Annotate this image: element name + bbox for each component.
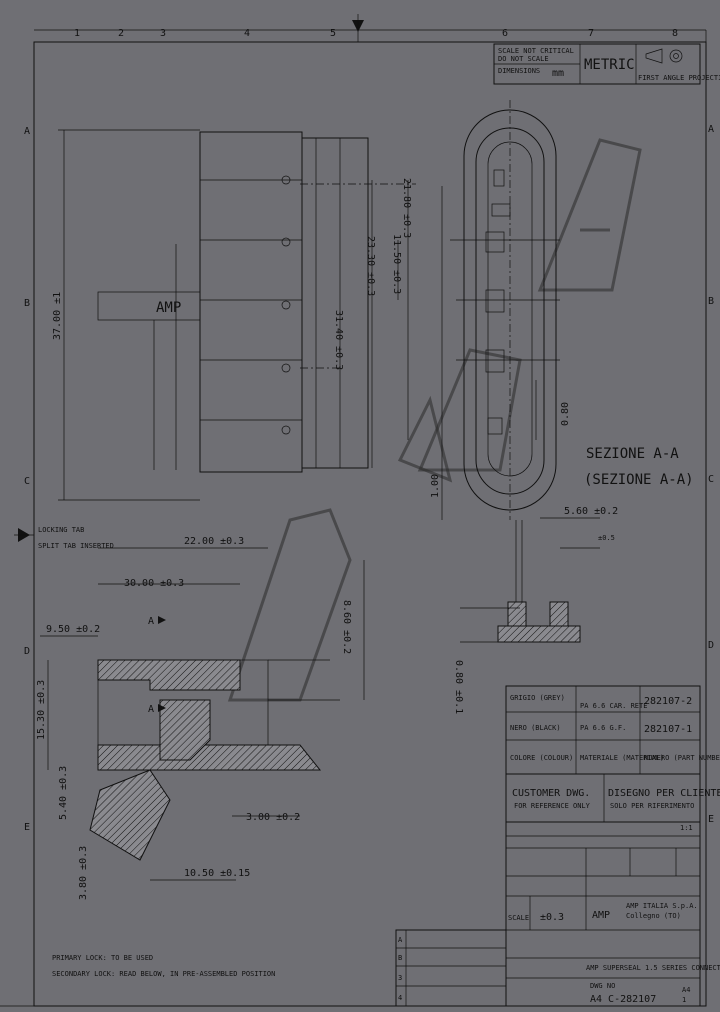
sheet-size: A4 [682,986,690,994]
zone-label-top: 4 [244,28,250,39]
zone-label-right: B [708,296,714,307]
side-dim-h2: 30.00 ±0.3 [124,578,184,589]
units-dims-label: DIMENSIONS [498,67,540,75]
title-block: CUSTOMER DWG. FOR REFERENCE ONLY DISEGNO… [505,773,720,1007]
zone-label-left: A [24,126,30,137]
units-block: SCALE NOT CRITICAL DO NOT SCALE DIMENSIO… [493,43,720,85]
units-note-2: DO NOT SCALE [498,55,549,63]
side-dim-v2: 8.60 ±0.2 [341,600,352,654]
dwg-label: DWG NO [590,982,615,990]
zone-label-left: B [24,298,30,309]
note-secondary-lock: SECONDARY LOCK: READ BELOW, IN PRE-ASSEM… [52,970,275,978]
scale-label: SCALE [508,914,529,922]
zone-label-left: D [24,646,30,657]
sheet-number: 1 [682,996,686,1004]
product-name: AMP SUPERSEAL 1.5 SERIES CONNECTORS [586,964,720,972]
company-address: Collegno (TO) [626,912,681,920]
for-reference-only: FOR REFERENCE ONLY [514,802,591,810]
note-primary-lock: PRIMARY LOCK: TO BE USED [52,954,153,962]
parts-table: GRIGIO (GREY) PA 6.6 CAR. RETE 282107-2 … [505,685,720,775]
zone-label-right: A [708,124,714,135]
dwg-number: A4 C-282107 [590,994,656,1005]
lock-tab-label-1: LOCKING TAB [38,526,84,534]
tab-dim-h2: ±0.5 [598,534,615,542]
tab-detail: 5.60 ±0.2 ±0.5 0.80 ±0.1 [453,506,618,714]
revision-row: B [398,954,402,962]
revision-row: 4 [398,994,402,1002]
parts-header-color: COLORE (COLOUR) [510,754,573,762]
parts-row-2-part: 282107-1 [644,724,692,735]
drawing-border [0,29,707,1007]
section-a-a: SEZIONE A-A (SEZIONE A-A) 1.00 0.80 [430,100,694,520]
units-metric-label: METRIC [584,57,635,73]
side-dim-v5: 3.80 ±0.3 [78,846,89,900]
zone-label-top: 1 [74,28,80,39]
zone-label-top: 3 [160,28,166,39]
zone-label-top: 7 [588,28,594,39]
left-zone-labels: A B C D E [14,126,34,833]
zone-label-top: 2 [118,28,124,39]
revision-row: A [398,936,403,944]
tab-dim-v: 0.80 ±0.1 [453,660,464,714]
company-logo-amp: AMP [592,910,610,921]
units-note-1: SCALE NOT CRITICAL [498,47,574,55]
parts-row-1-part: 282107-2 [644,696,692,707]
top-zone-labels: 1 2 3 4 5 6 7 8 [74,14,678,42]
company-name: AMP ITALIA S.p.A. [626,902,698,910]
top-view: AMP 37.00 ±1 31.40 ±0.3 23.30 ±0.3 11.50… [52,129,416,501]
zone-label-right: C [708,474,714,485]
section-dim-v3: 0.80 [560,402,571,426]
dim-v3: 11.50 ±0.3 [391,234,402,294]
section-marker-a: A [148,704,154,715]
dim-v4: 21.80 ±0.3 [401,178,412,238]
section-marker-a: A [148,616,154,627]
section-dim-v1: 1.00 [430,474,441,498]
dim-overall-height: 37.00 ±1 [52,292,63,340]
scale-value: 1:1 [680,824,693,832]
side-dim-v4: 5.40 ±0.3 [58,766,69,820]
units-projection-label: FIRST ANGLE PROJECTION [638,74,720,82]
zone-label-left: E [24,822,30,833]
customer-dwg: CUSTOMER DWG. [512,788,590,799]
tolerance-value: ±0.3 [540,912,564,923]
tab-dim-h: 5.60 ±0.2 [564,506,618,517]
revision-row: 3 [398,974,402,982]
dim-v1: 31.40 ±0.3 [333,310,344,370]
dim-v2: 23.30 ±0.3 [365,236,376,296]
parts-header-material: MATERIALE (MATERIAL) [580,754,664,762]
parts-row-2-spec: PA 6.6 G.F. [580,724,626,732]
side-dim-v3: 3.00 ±0.2 [246,812,300,823]
zone-label-top: 6 [502,28,508,39]
parts-header-part: NUMERO (PART NUMBER) [644,754,720,762]
zone-label-right: E [708,814,714,825]
revision-table: A B 3 4 [395,929,507,1007]
side-dim-h4: 10.50 ±0.15 [184,868,250,879]
side-dim-h3: 9.50 ±0.2 [46,624,100,635]
side-view: LOCKING TAB SPLIT TAB INSERTED 22.00 ±0.… [36,526,365,978]
parts-row-1-spec: PA 6.6 CAR. RETE [580,702,647,710]
projection-symbol-icon [645,48,683,64]
side-dim-h1: 22.00 ±0.3 [184,536,244,547]
right-zone-labels: A B C D E [708,124,714,825]
top-view-amp-logo: AMP [156,300,181,316]
zone-label-top: 5 [330,28,336,39]
zone-label-left: C [24,476,30,487]
zone-label-top: 8 [672,28,678,39]
disegno-per-cliente: DISEGNO PER CLIENTE [608,788,720,799]
units-mm: mm [552,68,564,79]
side-dim-v1: 15.30 ±0.3 [36,680,47,740]
parts-row-2-color: NERO (BLACK) [510,724,561,732]
section-subtitle: (SEZIONE A-A) [584,472,694,488]
parts-row-1-color: GRIGIO (GREY) [510,694,565,702]
lock-tab-label-2: SPLIT TAB INSERTED [38,542,114,550]
zone-label-right: D [708,640,714,651]
section-title: SEZIONE A-A [586,446,679,462]
solo-per-riferimento: SOLO PER RIFERIMENTO [610,802,694,810]
